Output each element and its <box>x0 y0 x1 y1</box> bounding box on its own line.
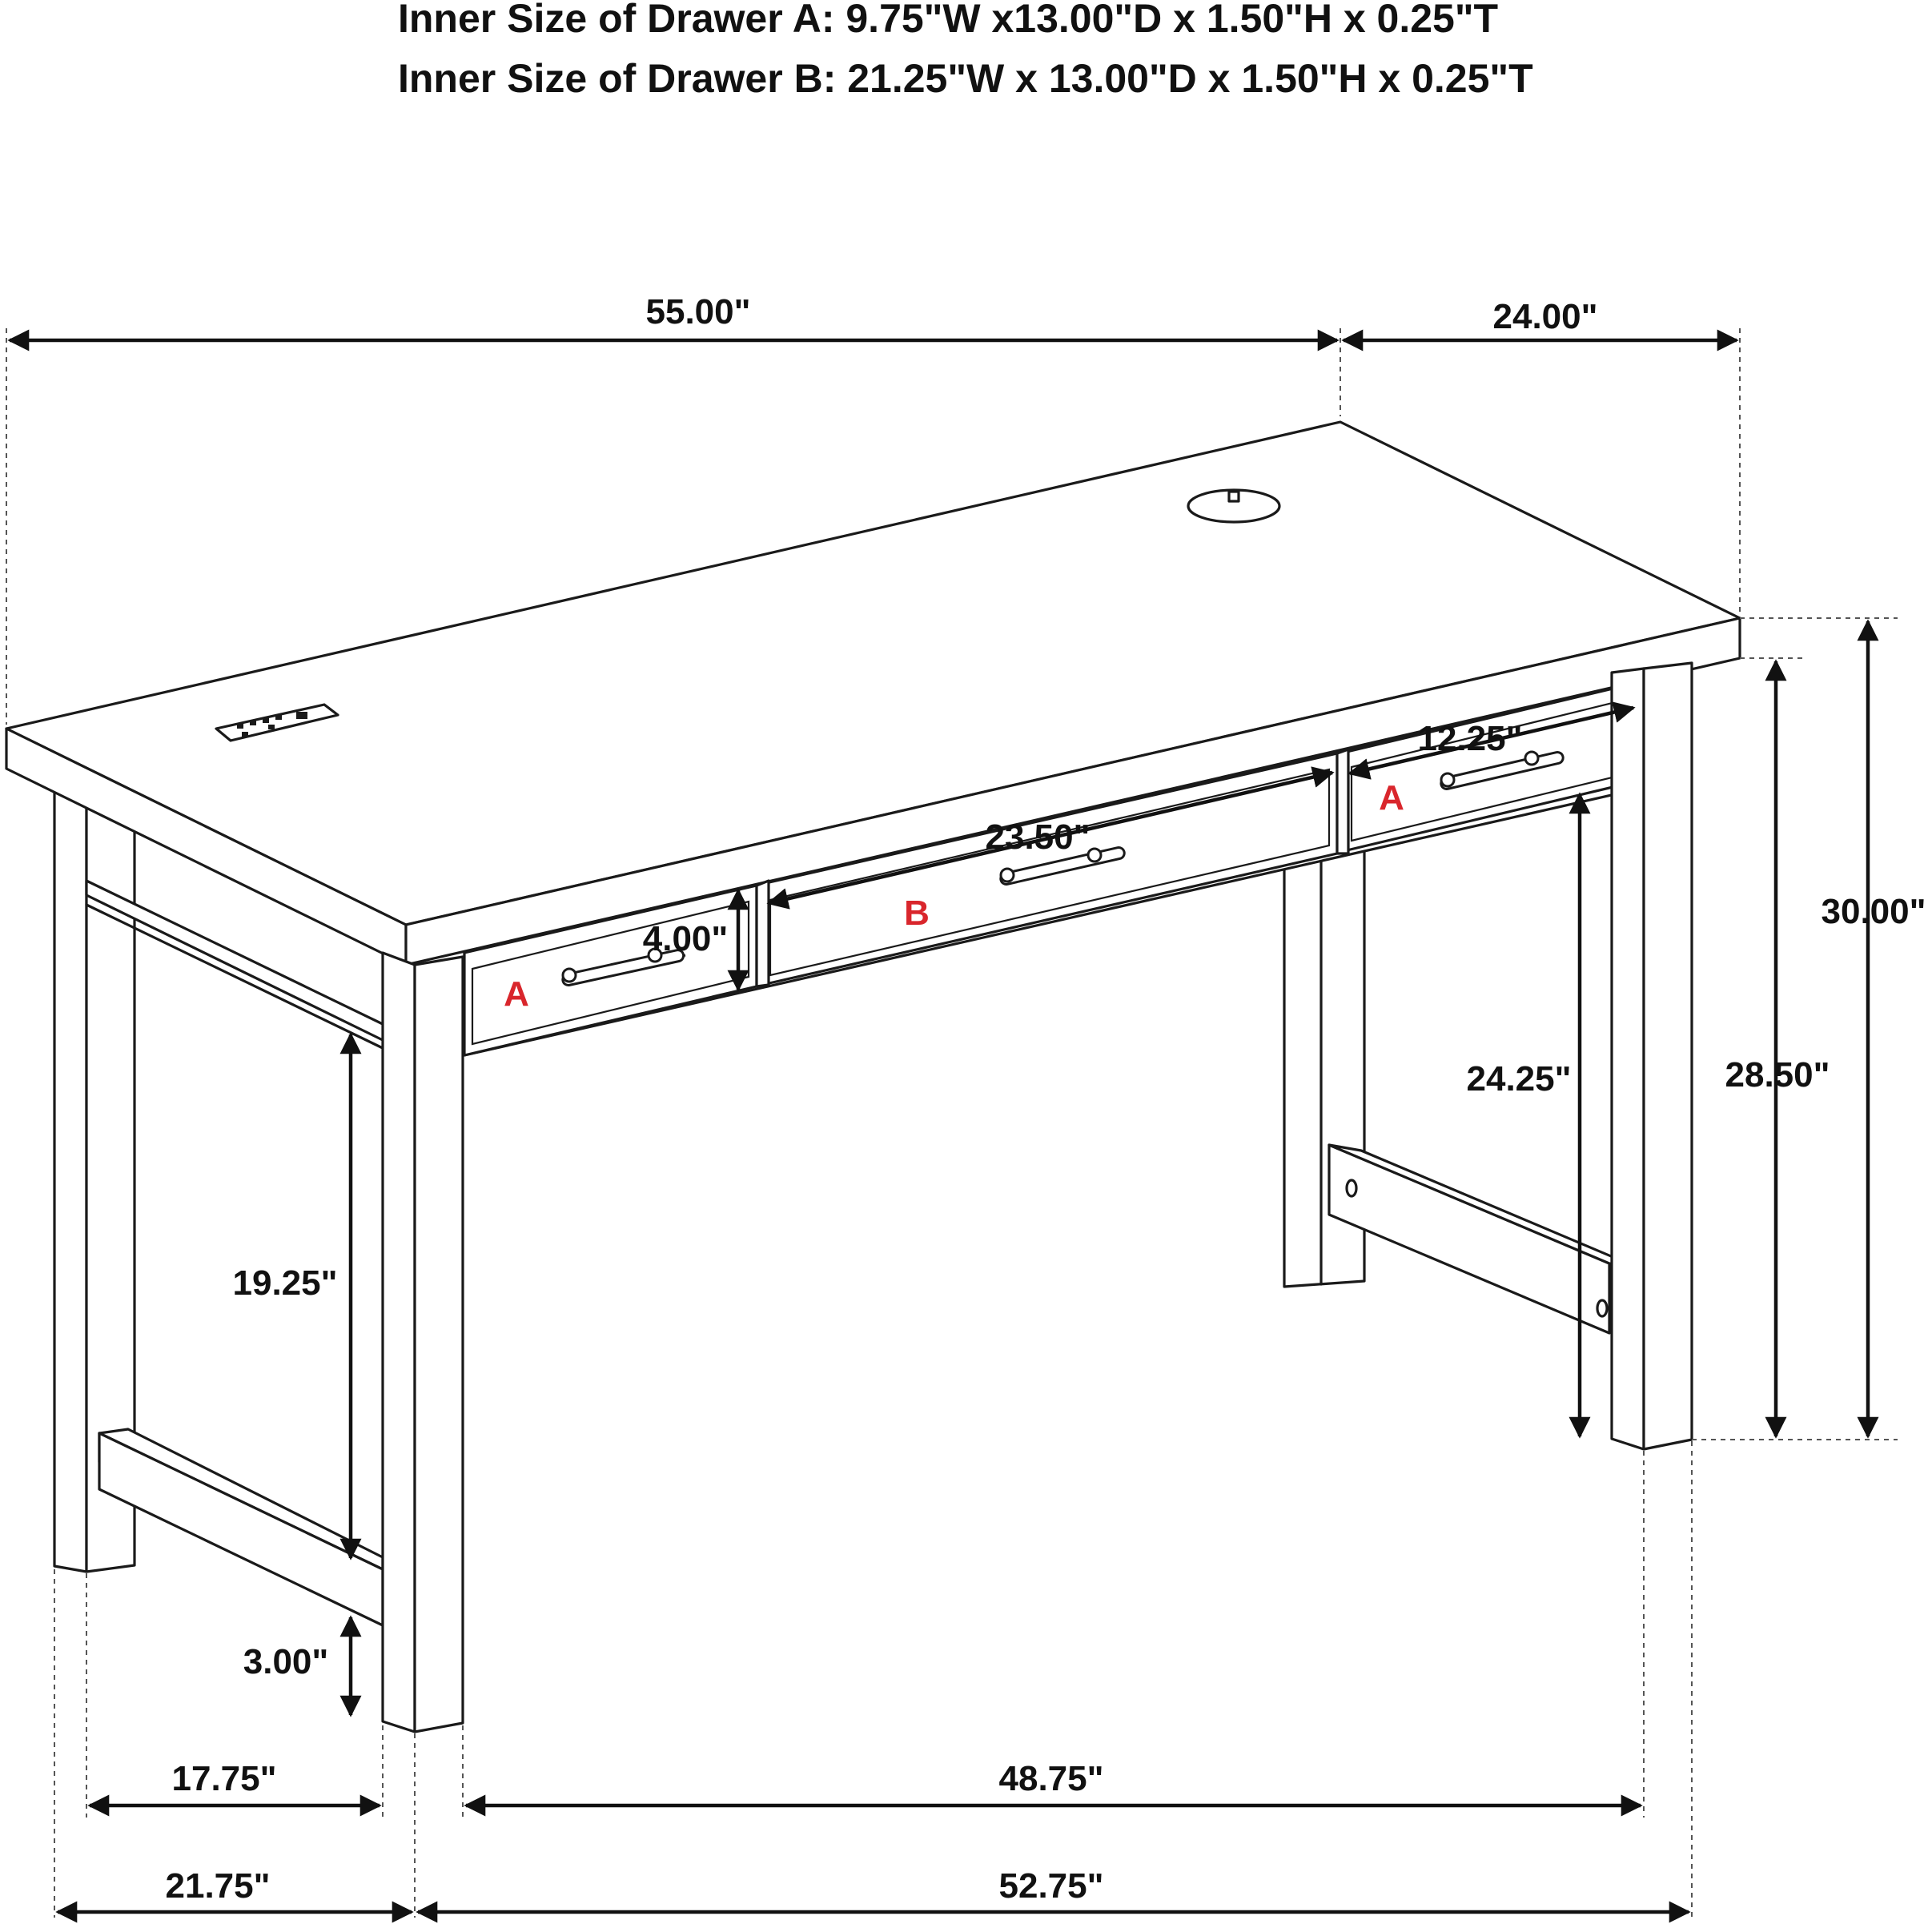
front-right-leg <box>1610 661 1693 1451</box>
drawer-a-width-label: 12.25" <box>1418 719 1523 758</box>
drawer-b-width-arrow <box>766 766 1335 910</box>
drawer-left-letter: A <box>504 974 529 1014</box>
right-stretcher <box>1328 1143 1643 1335</box>
front-left-leg <box>381 951 464 1733</box>
drawer-right-letter: A <box>1379 778 1404 817</box>
back-left-leg <box>53 791 136 1573</box>
power-outlet-icon <box>215 703 339 742</box>
cable-grommet-icon <box>1187 488 1281 524</box>
side-opening-label: 19.25" <box>233 1263 338 1303</box>
extension-lines <box>6 328 1898 1918</box>
overall-width-label: 55.00" <box>646 292 751 331</box>
drawer-height-label: 4.00" <box>643 919 729 958</box>
dimension-arrows <box>7 329 1879 1923</box>
drawer-a-inner-size: Inner Size of Drawer A: 9.75"W x13.00"D … <box>398 0 1498 41</box>
dimension-labels: 55.00" 24.00" 30.00" 28.50" 24.25" 19.25… <box>166 292 1926 1906</box>
side-outer-width-label: 21.75" <box>166 1866 271 1906</box>
knee-clearance-label: 24.25" <box>1467 1059 1572 1099</box>
overall-height-label: 30.00" <box>1822 892 1926 931</box>
drawer-a-width-arrow <box>1348 701 1636 780</box>
apron-height-label: 28.50" <box>1725 1055 1830 1095</box>
side-inner-width-label: 17.75" <box>172 1759 277 1798</box>
overall-depth-label: 24.00" <box>1493 297 1598 336</box>
stretcher-height-label: 3.00" <box>243 1642 329 1681</box>
front-outer-width-label: 52.75" <box>999 1866 1104 1906</box>
drawer-b-inner-size: Inner Size of Drawer B: 21.25"W x 13.00"… <box>398 56 1533 101</box>
drawer-b-width-label: 23.50" <box>986 817 1091 857</box>
left-stretcher <box>98 1428 384 1627</box>
drawer-labels: A B A <box>504 778 1404 1014</box>
drawer-center-letter: B <box>904 894 930 933</box>
front-inner-width-label: 48.75" <box>999 1759 1104 1798</box>
